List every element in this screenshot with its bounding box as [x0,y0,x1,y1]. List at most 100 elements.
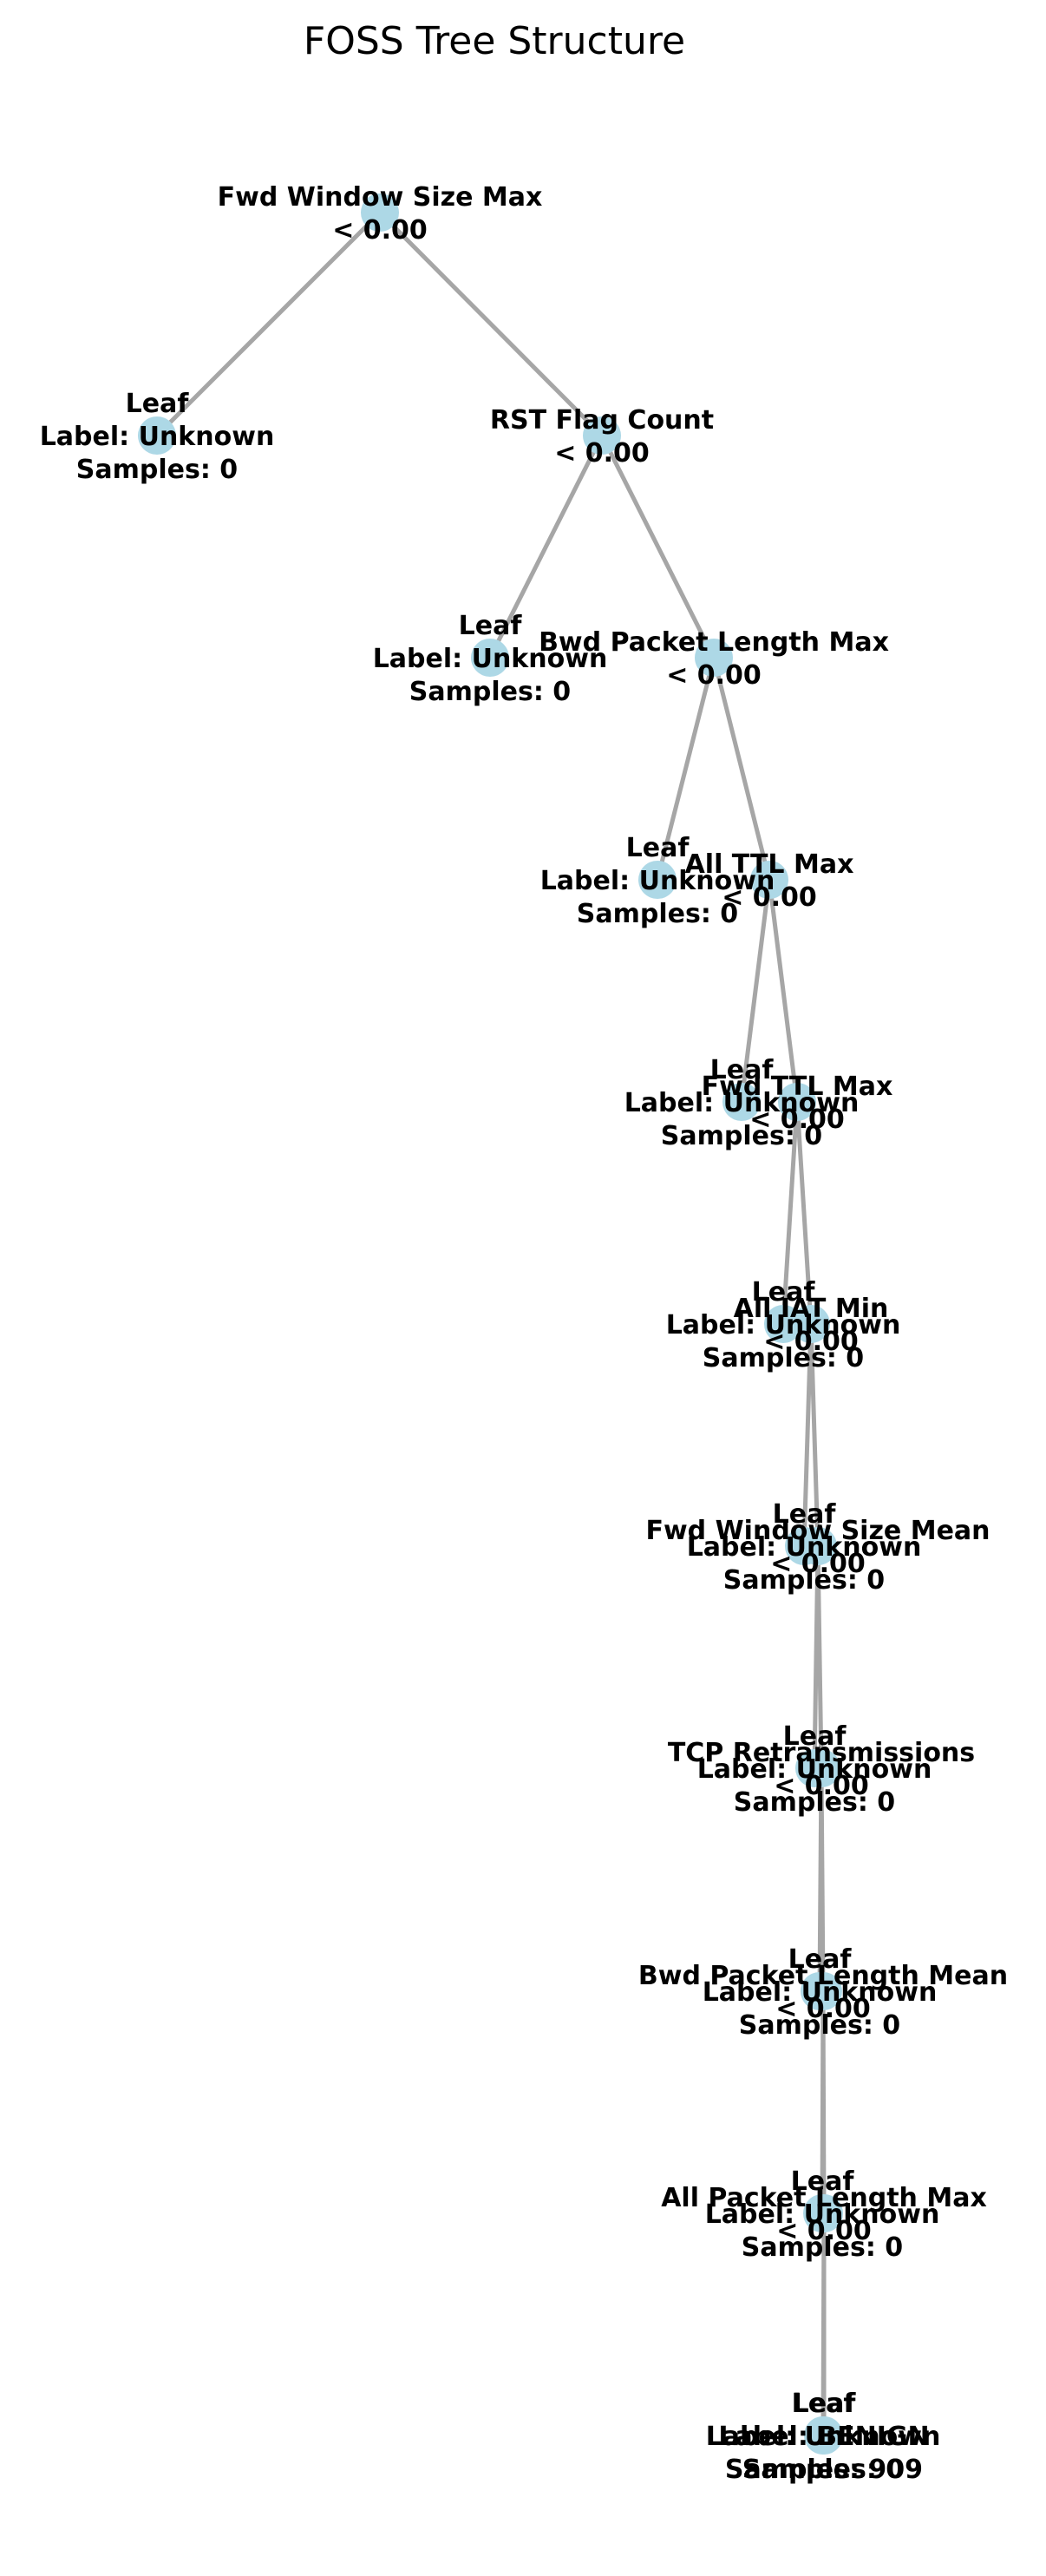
nodes-layer [138,193,843,2455]
node-label-line: < 0.00 [332,215,428,246]
edge-n12-n14 [815,1545,824,1769]
node-label-line: Samples: 0 [703,1343,864,1373]
node-label-line: Samples: 0 [723,1565,885,1596]
node-label-line: Label: Unknown [40,422,275,452]
node-label-line: Leaf [752,1277,816,1308]
node-label-line: Label: Unknown [373,644,608,674]
split-label-n16: Bwd Packet Length Mean< 0.00 [638,1961,1008,2024]
node-label-line: All TTL Max [685,849,854,880]
split-node-n18 [805,2194,843,2232]
edge-n0-n1 [155,211,382,437]
node-label-line: Leaf [792,2389,856,2419]
split-node-n16 [804,1972,842,2010]
edge-n16-n18 [820,1990,827,2214]
edge-n6-n8 [767,879,800,1103]
node-label-line: < 0.00 [775,1994,871,2024]
split-node-n4 [695,639,733,677]
node-label-line: < 0.00 [554,438,650,469]
node-label-line: Leaf [626,833,690,863]
edge-n14-n16 [819,1767,826,1992]
edge-n8-n9 [781,1101,800,1325]
node-label-line: All Packet Length Max [661,2183,987,2213]
edge-n10-n11 [801,1323,814,1547]
node-label-line: Samples: 0 [742,2455,904,2485]
split-node-n0 [361,193,399,232]
split-label-n8: Fwd TTL Max< 0.00 [702,1072,893,1135]
node-label-line: Leaf [773,1499,837,1530]
node-label-line: Samples: 0 [76,455,238,485]
node-label-line: Samples: 909 [725,2455,923,2485]
split-node-n6 [750,861,788,899]
split-label-n18: All Packet Length Max< 0.00 [661,2183,987,2246]
node-label-line: Label: Unknown [624,1088,860,1118]
node-label-line: < 0.00 [749,1104,845,1135]
node-label-line: Label: Unknown [703,1977,938,2008]
edge-n0-n2 [378,211,604,437]
node-label-line: < 0.00 [776,2216,872,2246]
node-label-line: Leaf [459,611,523,641]
node-label-line: Leaf [783,1721,847,1752]
node-label-line: Fwd Window Size Max [218,182,543,213]
leaf-node-n3 [471,639,509,677]
split-node-n2 [583,416,621,455]
split-label-n4: Bwd Packet Length Max< 0.00 [539,627,889,691]
node-label-line: Label: Unknown [705,2199,940,2230]
node-label-line: Leaf [791,2166,855,2197]
node-label-line: Leaf [126,389,190,419]
split-label-n6: All TTL Max< 0.00 [685,849,854,913]
node-label-line: Fwd Window Size Mean [645,1516,990,1546]
node-label-line: Samples: 0 [734,1787,895,1818]
edge-n4-n6 [711,657,772,881]
node-label-line: Label: Unknown [540,866,775,896]
node-label-line: < 0.00 [770,1549,866,1579]
split-node-n8 [778,1083,816,1121]
node-label-line: TCP Retransmissions [668,1738,975,1768]
node-label-line: Leaf [793,2389,857,2419]
edge-n10-n12 [808,1323,820,1547]
split-node-n12 [799,1527,837,1565]
split-label-n0: Fwd Window Size Max< 0.00 [218,182,543,246]
split-node-n10 [792,1305,830,1343]
node-label-line: Label: Unknown [697,1754,932,1785]
node-label-line: Label: Unknown [666,1310,901,1340]
node-label-line: Samples: 0 [739,2010,900,2041]
edge-n2-n3 [487,434,605,659]
leaf-node-n5 [638,861,677,899]
node-label-line: Leaf [788,1944,853,1975]
split-label-n2: RST Flag Count< 0.00 [490,405,714,469]
leaf-node-n20 [805,2416,843,2455]
split-label-n14: TCP Retransmissions< 0.00 [668,1738,975,1801]
split-label-n10: All IAT Min< 0.00 [734,1294,889,1357]
node-label-line: Fwd TTL Max [702,1072,893,1102]
chart-title: FOSS Tree Structure [304,19,685,63]
node-label-line: < 0.00 [763,1327,859,1357]
node-label-line: Label: Unknown [687,1532,922,1563]
leaf-node-n9 [764,1305,802,1343]
node-label-line: Label: Unknown [706,2422,941,2452]
node-label-line: Leaf [710,1055,775,1085]
node-label-line: Samples: 0 [661,1121,822,1151]
node-label-line: RST Flag Count [490,405,714,436]
node-label-line: All IAT Min [734,1294,889,1324]
edge-n6-n7 [739,879,772,1103]
edge-n8-n10 [794,1101,814,1325]
node-label-line: < 0.00 [666,660,762,691]
leaf-node-n7 [722,1083,761,1121]
node-label-line: Samples: 0 [577,899,738,929]
edges-layer [155,211,827,2436]
node-label-line: Label: BENIGN [718,2422,929,2452]
node-label-line: Samples: 0 [409,677,571,707]
node-label-line: < 0.00 [774,1771,869,1801]
